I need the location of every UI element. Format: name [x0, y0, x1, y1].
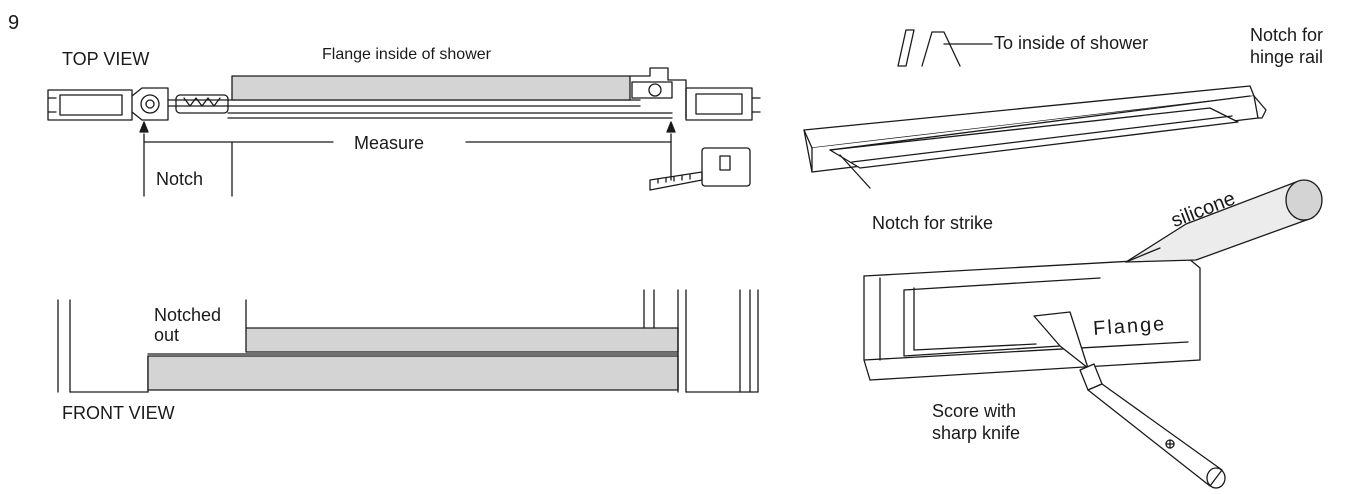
- front-view-title: FRONT VIEW: [62, 403, 175, 423]
- utility-knife: [1079, 363, 1226, 489]
- notch-strike-label: Notch for strike: [872, 213, 994, 233]
- hinge-rail-drawing: [803, 29, 1267, 189]
- score-label-line1: Score with: [932, 401, 1017, 421]
- notch-hinge-label-line2: hinge rail: [1250, 47, 1324, 67]
- measure-label: Measure: [354, 133, 425, 153]
- notched-out-label-line1: Notched: [154, 305, 222, 325]
- flange-inside-label: Flange inside of shower: [322, 46, 491, 63]
- top-view-drawing: [47, 67, 761, 197]
- front-view-drawing: [57, 289, 759, 393]
- notched-out-label-line2: out: [154, 325, 180, 345]
- notch-hinge-label-line1: Notch for: [1250, 25, 1324, 45]
- silicone-tube: [1125, 179, 1323, 263]
- score-label-line2: sharp knife: [932, 423, 1021, 443]
- step-number: 9: [8, 12, 20, 34]
- top-view-title: TOP VIEW: [62, 49, 150, 69]
- inside-shower-label: To inside of shower: [994, 33, 1149, 53]
- cutting-detail-drawing: [863, 179, 1323, 489]
- notch-label: Notch: [156, 169, 204, 189]
